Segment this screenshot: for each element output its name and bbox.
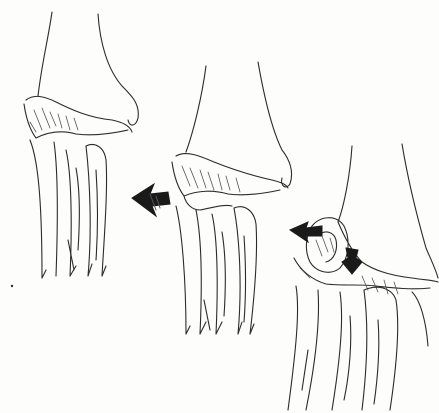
panel-1-hatch-lines (30, 108, 78, 132)
panel-3-humerus-right-edge (402, 144, 438, 278)
panel-1-ulna-left-edge (30, 140, 42, 278)
panel-1-forearm (30, 140, 107, 278)
panel-1-shaft-details (68, 168, 98, 270)
panel-2-force-arrow (132, 184, 170, 216)
panel-2-humerus-right-edge (258, 62, 292, 187)
panel-3-ulna-left-edge (288, 286, 298, 410)
panel-3-forearm (288, 286, 428, 410)
panel-3-humerus-left-edge (338, 146, 352, 222)
panel-1-elbow-intact (11, 12, 139, 287)
panel-3-arrowhead-left-icon (290, 222, 322, 242)
panel-1-radius-right-edge (86, 146, 90, 276)
panel-2-humerus-left-edge (186, 66, 206, 152)
panel-1-stray-dot (11, 285, 13, 287)
panel-2-ulna-inner-edge (196, 210, 201, 334)
panel-3-radius-right-edge (362, 290, 367, 410)
panel-2-forearm (176, 206, 257, 334)
panel-3-elbow-dislocated (288, 144, 438, 410)
panel-3-fragment-hatch (316, 236, 334, 256)
panel-1-humerus-left-edge (38, 12, 52, 96)
panel-3-radius-left-edge (332, 292, 342, 410)
panel-3-arrowhead-down-icon (342, 248, 362, 274)
panel-1-condyle-outline (26, 96, 132, 132)
panel-1-distal-ends (42, 264, 106, 278)
panel-1-humerus (26, 12, 138, 132)
panel-2-elbow-displacing (132, 62, 292, 334)
panel-2-arrowhead-icon (132, 184, 170, 216)
panel-3-displaced-fragment (306, 218, 348, 273)
panel-1-joint-hatching (24, 104, 128, 138)
panel-3-radius-head (364, 287, 398, 410)
panel-2-joint-hatching (172, 162, 280, 210)
panel-2-radius-right-edge (234, 208, 240, 334)
panel-3-joint-hatching (294, 258, 430, 294)
panel-3-fragment-outline (306, 218, 348, 273)
panel-2-fragment-gap (184, 196, 232, 210)
panel-1-humerus-right-edge (98, 14, 138, 125)
panel-2-ulna-left-edge (176, 206, 186, 334)
panel-3-distal-ends (412, 292, 428, 346)
panel-2-hatch-lines (182, 166, 240, 192)
panel-2-radius-left-edge (212, 214, 217, 334)
panel-1-radius-left-edge (66, 150, 71, 276)
panel-2-condyle-outline (176, 154, 288, 188)
panel-1-articular-surface (24, 104, 128, 138)
panel-2-distal-ends (186, 322, 254, 334)
panel-1-ulna-inner-edge (54, 142, 57, 276)
panel-2-humerus (176, 62, 292, 188)
